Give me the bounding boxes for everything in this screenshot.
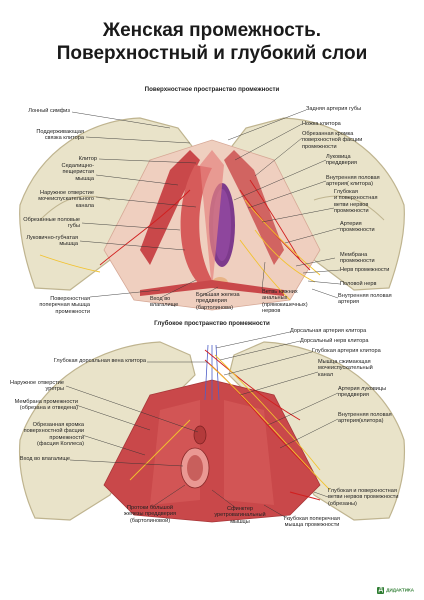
label-bartholin-gland: Большая железа преддверия (бартолинова) [196, 292, 240, 311]
label-bartholin-ducts: Протоки большой железы преддверия (барто… [124, 505, 176, 524]
title-line-2: Поверхностный и глубокий слои [56, 43, 368, 64]
label-internal-pudendal-artery: Внутренняя половая артерия [338, 293, 392, 306]
bulbospongiosus [180, 165, 212, 285]
greater-vestibular-gland [212, 277, 228, 289]
urethral-opening [193, 425, 207, 445]
label-posterior-labial-artery: Задняя артерия губы [306, 106, 362, 112]
label-inferior-anal-nerves: Ветвь нижних анальных (прямокишечных) не… [262, 289, 308, 314]
label-cut-labia: Обрезанные половые губы [23, 217, 80, 230]
label-vaginal-entry-deep: Вход во влагалище [19, 456, 70, 462]
leader-lines-top [71, 109, 341, 299]
vestibular-bulb [209, 183, 235, 267]
label-superficial-transverse: Поверхностная поперечная мышца промежнос… [39, 296, 90, 315]
label-perineal-membrane-cut: Мембрана промежности (обрезана и отведен… [14, 399, 78, 412]
label-vestibular-bulb: Луковица преддверия [326, 154, 357, 167]
nerve-lines [239, 199, 321, 301]
label-suspensory-ligament: Поддерживающая связка клитора [36, 129, 84, 142]
label-dorsal-nerve-clitoris: Дорсальный нерв клитора [300, 338, 369, 344]
label-deep-dorsal-vein: Глубокая дорсальная вена клитора [53, 358, 146, 364]
label-deep-transverse-muscle: Глубокая поперечная мышца промежности [284, 516, 340, 529]
label-clitoris: Клитор [78, 156, 97, 162]
label-internal-pudendal-artery-deep: Внутренняя половая артерия(клитора) [338, 412, 392, 425]
ischiocavernosus-right [224, 150, 284, 265]
label-nerve-branches-cut: Глубокая и поверхностная ветви нервов пр… [328, 488, 399, 507]
label-pudendal-nerve: Половой нерв [340, 281, 377, 287]
label-deep-artery-clitoris: Глубокая артерия клитора [312, 348, 381, 354]
label-colles-fascia: Обрезанная кромка поверхностной фасции п… [23, 422, 84, 447]
label-internal-pudendal-clitoral: Внутренняя половая артерия( клитора) [326, 175, 380, 188]
label-perineal-artery: Артерия промежности [340, 221, 375, 234]
label-bulbospongiosus: Луковично-губчатая мышца [26, 235, 78, 248]
label-vaginal-entry: Вход во влагалище [150, 296, 179, 309]
logo-text: ДИДАКТИКА [386, 587, 414, 593]
title-line-1: Женская промежность. [102, 20, 322, 41]
label-crus-clitoris: Ножка клитора [302, 121, 341, 127]
label-pubic-symphysis: Лонный симфиз [28, 108, 70, 114]
label-urethrovaginal-sphincter: Сфинктер уретровагинальный мышцы [214, 506, 266, 525]
ischiocavernosus-left [140, 150, 200, 265]
dorsal-vessels [204, 344, 220, 401]
bottom-section-heading: Глубокое пространство промежности [154, 320, 270, 327]
label-perineal-membrane: Мембрана промежности [340, 252, 375, 265]
vaginal-opening [180, 447, 210, 489]
logo-icon: Д [377, 587, 385, 594]
label-compressor-urethrae: Мышца сжимающая мочеиспускательный канал [318, 359, 373, 378]
label-dorsal-artery-clitoris: Дорсальная артерия клитора [290, 328, 367, 334]
label-bulb-artery: Артерия луковицы преддверия [338, 386, 387, 399]
label-urethral-opening: Наружное отверстие мочеиспускательного к… [38, 190, 94, 209]
deep-transverse-muscle [103, 379, 321, 523]
label-perineal-nerve-branches: Глубокая и поверхностная ветви нервов пр… [334, 189, 378, 214]
top-section-heading: Поверхностное пространство промежности [144, 86, 280, 93]
artery-lines [99, 179, 311, 271]
label-ischiocavernosus: Седалищно- пещеристая мышца [61, 163, 94, 182]
label-external-urethral-orifice: Наружное отверстие уретры [10, 380, 64, 393]
label-cut-fascia-edge: Обрезанная кромка поверхностной фасции п… [302, 131, 363, 150]
label-perineal-nerve: Нерв промежности [340, 267, 390, 273]
perineal-membrane [103, 139, 321, 311]
